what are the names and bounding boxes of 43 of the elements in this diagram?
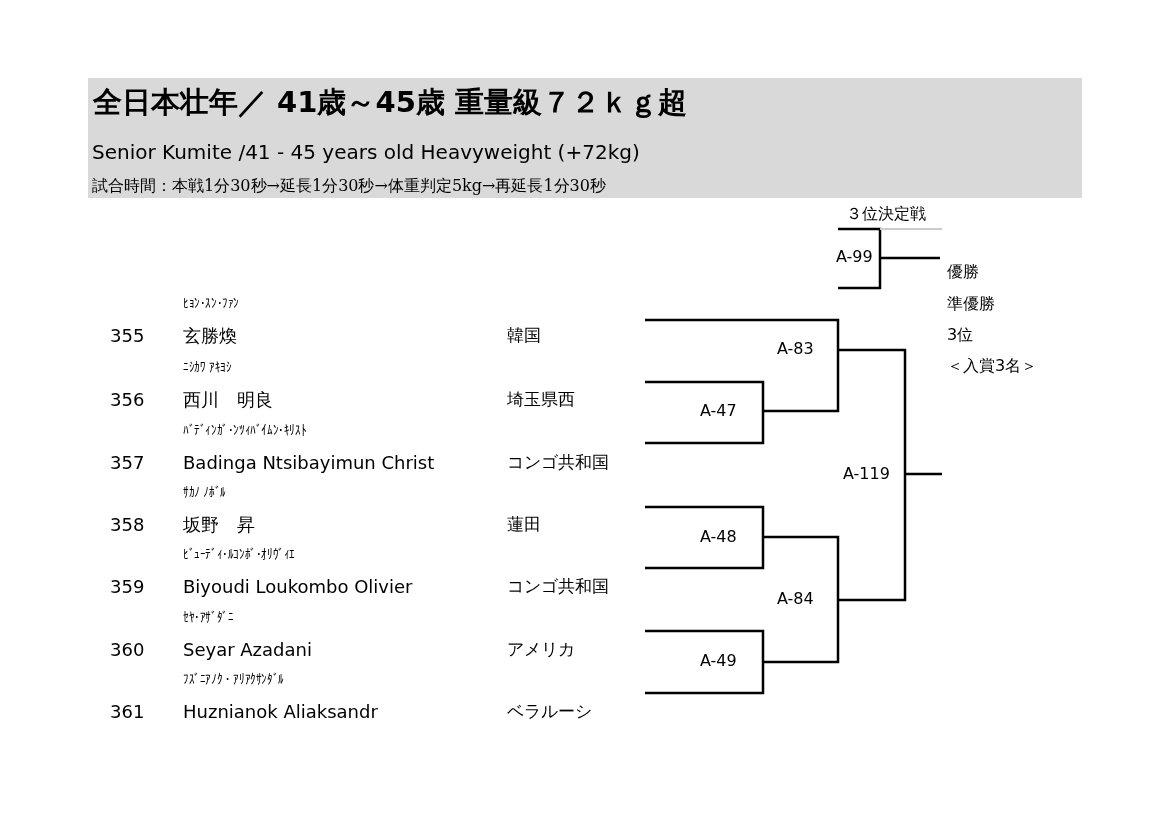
place-label: 準優勝 — [947, 295, 995, 313]
country-label: 蓮田 — [507, 515, 541, 534]
subtitle: Senior Kumite /41 - 45 years old Heavyweight (+72kg) — [92, 141, 640, 163]
country-label: ベラルーシ — [507, 702, 592, 721]
reading-kana: ﾆｼｶﾜ ｱｷﾖｼ — [183, 360, 232, 376]
reading-kana: ｻｶﾉ ﾉﾎﾞﾙ — [183, 485, 226, 501]
reading-kana: ﾋｮﾝ･ｽﾝ･ﾌｧﾝ — [183, 296, 239, 312]
note: ＜入賞3名＞ — [947, 357, 1038, 375]
match-code: A-84 — [777, 590, 814, 608]
competitor-name: Seyar Azadani — [183, 640, 312, 660]
entry-number: 355 — [110, 326, 145, 346]
reading-kana: ｾﾔ･ｱｻﾞﾀﾞﾆ — [183, 610, 234, 626]
entry-number: 356 — [110, 390, 145, 410]
match-code: A-99 — [836, 248, 873, 266]
country-label: コンゴ共和国 — [507, 453, 609, 472]
reading-kana: ﾋﾞｭｰﾃﾞｨ･ﾙｺﾝﾎﾞ･ｵﾘｳﾞｨｴ — [183, 547, 295, 563]
match-code: A-119 — [843, 465, 890, 483]
match-code: A-49 — [700, 652, 737, 670]
reading-kana: ﾊﾞﾃﾞｨﾝｶﾞ･ﾝﾂｨﾊﾞｲﾑﾝ･ｷﾘｽﾄ — [183, 423, 307, 439]
place-label: 3位 — [947, 326, 974, 344]
match-code: A-48 — [700, 528, 737, 546]
match-time-note: 試合時間：本戦1分30秒→延長1分30秒→体重判定5kg→再延長1分30秒 — [92, 177, 606, 195]
entry-number: 358 — [110, 515, 145, 535]
competitor-name: Huznianok Aliaksandr — [183, 702, 378, 722]
reading-kana: ﾌｽﾞﾆｱﾉｸ・ｱﾘｱｸｻﾝﾀﾞﾙ — [183, 672, 284, 688]
entry-number: 360 — [110, 640, 145, 660]
match-code: A-47 — [700, 402, 737, 420]
title: 全日本壮年／ 41歳～45歳 重量級７２ｋｇ超 — [93, 87, 687, 119]
country-label: アメリカ — [507, 640, 575, 659]
country-label: 埼玉県西 — [507, 390, 575, 409]
country-label: 韓国 — [507, 326, 541, 345]
match-code: A-83 — [777, 340, 814, 358]
competitor-name: 西川 明良 — [183, 390, 273, 410]
place-label: 優勝 — [947, 263, 979, 281]
competitor-name: Badinga Ntsibayimun Christ — [183, 453, 435, 473]
competitor-name: 玄勝煥 — [183, 326, 237, 346]
heading: ３位決定戦 — [846, 205, 926, 223]
entry-number: 357 — [110, 453, 145, 473]
competitor-name: Biyoudi Loukombo Olivier — [183, 577, 413, 597]
country-label: コンゴ共和国 — [507, 577, 609, 596]
entry-number: 359 — [110, 577, 145, 597]
entry-number: 361 — [110, 702, 145, 722]
competitor-name: 坂野 昇 — [183, 515, 255, 535]
